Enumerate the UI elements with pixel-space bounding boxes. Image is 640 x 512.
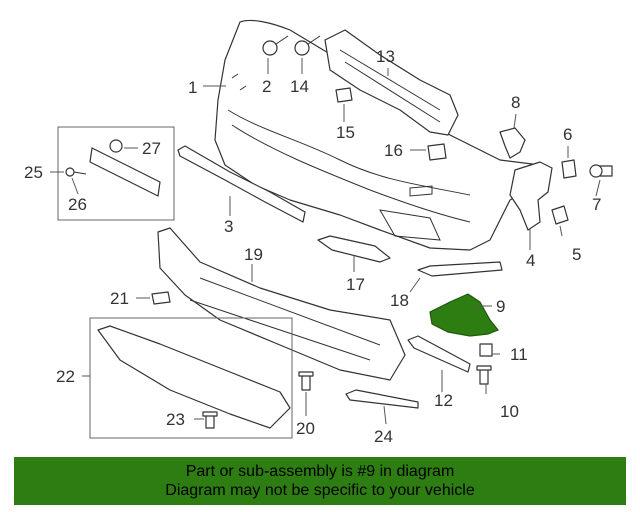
- part-24-strip[interactable]: [345, 389, 419, 409]
- part-21-clip[interactable]: [151, 291, 171, 305]
- part-16-cap[interactable]: [427, 143, 447, 161]
- part-9-highlighted[interactable]: [429, 293, 499, 337]
- part-26-license-bracket[interactable]: [89, 147, 161, 197]
- callout-23: 23: [166, 410, 185, 429]
- callout-21: 21: [110, 289, 129, 308]
- parts-diagram: 1 2 3 4 5 6 7 8 9 10 11 12 13 14 15 16 1…: [24, 19, 613, 446]
- callout-16: 16: [384, 141, 403, 160]
- leader-lines: [50, 58, 601, 425]
- callout-9: 9: [496, 297, 505, 316]
- part-10-screw[interactable]: [476, 365, 492, 385]
- callout-2: 2: [262, 77, 271, 96]
- part-15-clip[interactable]: [335, 87, 353, 103]
- callout-6: 6: [563, 125, 572, 144]
- callout-18: 18: [390, 291, 409, 310]
- part-23-screw[interactable]: [202, 411, 218, 429]
- part-6-clip[interactable]: [561, 159, 577, 179]
- callout-17: 17: [346, 275, 365, 294]
- callout-13: 13: [376, 47, 395, 66]
- info-banner: Part or sub-assembly is #9 in diagram Di…: [14, 457, 626, 505]
- callout-5: 5: [572, 245, 581, 264]
- part-2-screw[interactable]: [262, 35, 289, 56]
- callout-25: 25: [24, 163, 43, 182]
- part-20-screw[interactable]: [298, 371, 314, 391]
- part-17-insert[interactable]: [317, 235, 391, 263]
- part-19-shield[interactable]: [157, 227, 406, 381]
- part-7-rivet[interactable]: [589, 164, 613, 178]
- part-4-bracket[interactable]: [509, 161, 553, 231]
- callout-10: 10: [500, 402, 519, 421]
- part-5-clip[interactable]: [551, 205, 569, 225]
- callout-7: 7: [592, 195, 601, 214]
- part-3-strip[interactable]: [177, 145, 306, 223]
- banner-line-2: Diagram may not be specific to your vehi…: [165, 482, 475, 499]
- callout-27: 27: [142, 139, 161, 158]
- banner-line-1: Part or sub-assembly is #9 in diagram: [185, 463, 455, 480]
- part-27-nut[interactable]: [109, 139, 123, 153]
- callout-11: 11: [510, 345, 528, 364]
- group-box-22: [89, 317, 293, 439]
- callout-12: 12: [434, 391, 453, 410]
- part-22-panel[interactable]: [97, 325, 291, 429]
- part-14-screw[interactable]: [294, 35, 321, 56]
- part-12-strip[interactable]: [407, 335, 471, 373]
- callout-labels: 1 2 3 4 5 6 7 8 9 10 11 12 13 14 15 16 1…: [24, 47, 601, 446]
- part-25-screw[interactable]: [65, 167, 87, 177]
- callout-8: 8: [511, 93, 520, 112]
- part-11-fastener[interactable]: [479, 343, 493, 357]
- callout-1: 1: [188, 78, 197, 97]
- part-18-strip[interactable]: [417, 261, 503, 277]
- group-box-25: [57, 126, 175, 221]
- part-13-absorber[interactable]: [324, 29, 459, 136]
- callout-4: 4: [526, 251, 535, 270]
- callout-22: 22: [56, 367, 75, 386]
- callout-26: 26: [68, 195, 87, 214]
- part-8-bracket[interactable]: [499, 127, 526, 159]
- callout-14: 14: [290, 77, 309, 96]
- callout-24: 24: [374, 427, 393, 446]
- callout-19: 19: [244, 245, 263, 264]
- callout-20: 20: [296, 419, 315, 438]
- callout-15: 15: [336, 123, 355, 142]
- callout-3: 3: [224, 217, 233, 236]
